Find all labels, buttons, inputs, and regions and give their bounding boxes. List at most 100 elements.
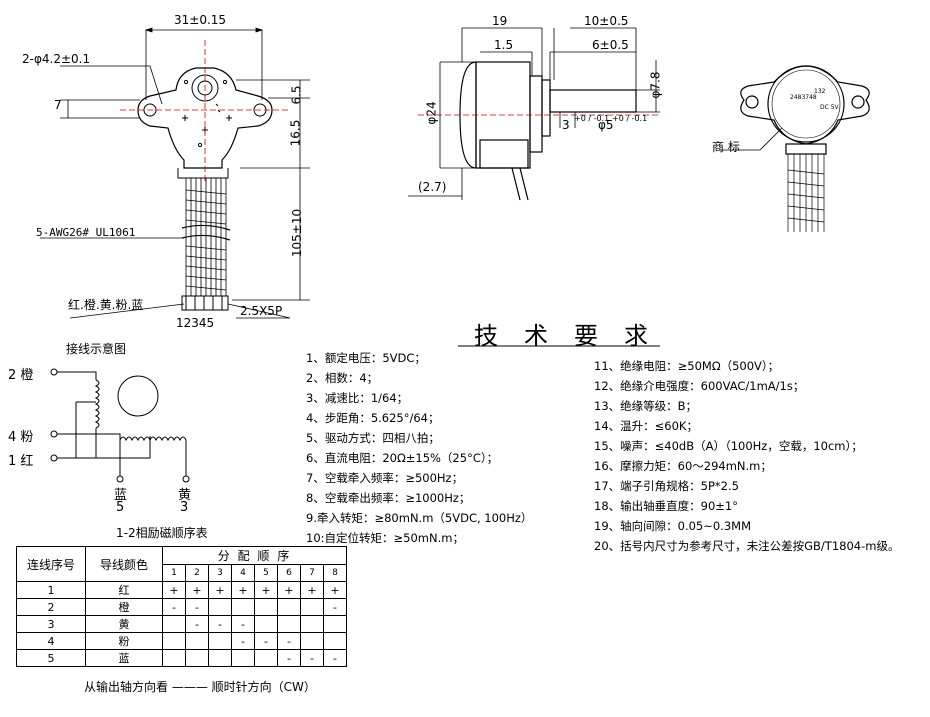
spec-item: 9.牵入转矩：≥80mN.m（5VDC, 100Hz） — [306, 511, 533, 525]
dim-6: 6±0.5 — [592, 38, 629, 52]
seq-cell: - — [300, 649, 324, 667]
dim-7: 7 — [54, 98, 62, 112]
seq-cell: - — [277, 649, 301, 667]
row-color: 粉 — [85, 632, 163, 650]
spec-item: 7、空载牵入频率：≥500Hz； — [306, 471, 464, 485]
wire-yellow-label: 黄 — [178, 488, 192, 503]
col-header-seq: 分 配 顺 序 — [162, 546, 347, 565]
table-row: 3 黄 - - - — [16, 615, 347, 633]
side-view — [418, 61, 660, 201]
seq-cell: - — [185, 615, 209, 633]
wire-2-label: 2 橙 — [8, 368, 34, 383]
seq-cell: - — [323, 598, 347, 616]
spec-item: 14、温升：≤60K； — [594, 419, 698, 433]
spec-item: 11、绝缘电阻：≥50MΩ（500V）； — [594, 359, 780, 373]
dim-1-5: 1.5 — [494, 38, 514, 52]
seq-cell: + — [208, 581, 232, 599]
spec-left: 1、额定电压：5VDC； 2、相数：4； 3、减速比：1/64； 4、步距角：5… — [306, 348, 532, 548]
wire-colors: 红.橙.黄.粉.蓝 — [68, 298, 144, 312]
row-number: 4 — [16, 632, 86, 650]
row-color: 红 — [85, 581, 163, 599]
table-row: 5 蓝 - - - — [16, 649, 347, 667]
dim-dia5: φ5 — [598, 118, 614, 132]
seq-cell — [208, 598, 232, 616]
seq-cell: + — [300, 581, 324, 599]
seq-cell — [208, 632, 232, 650]
spec-item: 12、绝缘介电强度：600VAC/1mA/1s； — [594, 379, 805, 393]
seq-cell — [254, 598, 278, 616]
label-number: 132 — [814, 88, 826, 95]
top-view — [720, 65, 870, 232]
table-row: 4 粉 - - - — [16, 632, 347, 650]
seq-cell — [323, 615, 347, 633]
awg-label: 5-AWG26# UL1061 — [36, 226, 136, 239]
spec-item: 19、轴向间隙：0.05~0.3MM — [594, 519, 752, 533]
row-number: 5 — [16, 649, 86, 667]
seq-cell: - — [162, 598, 186, 616]
sequence-table: 连线序号 导线颜色 分 配 顺 序 1 2 3 4 5 6 7 8 1 红 + … — [16, 546, 347, 667]
row-number: 3 — [16, 615, 86, 633]
seq-cell — [208, 649, 232, 667]
row-color: 橙 — [85, 598, 163, 616]
seq-cell — [254, 649, 278, 667]
wire-blue-number: 5 — [116, 500, 125, 515]
seq-cell — [162, 615, 186, 633]
seq-cell — [277, 598, 301, 616]
seq-cell — [300, 598, 324, 616]
table-row: 2 橙 - - - — [16, 598, 347, 616]
wiring-diagram — [50, 368, 190, 483]
wiring-title: 接线示意图 — [66, 342, 127, 356]
seq-cell: - — [254, 632, 278, 650]
step-header: 6 — [277, 564, 301, 582]
row-number: 2 — [16, 598, 86, 616]
spec-item: 2、相数：4； — [306, 371, 379, 385]
spec-item: 3、减速比：1/64； — [306, 391, 409, 405]
col-header-line: 连线序号 — [16, 546, 86, 582]
seq-cell: - — [231, 615, 255, 633]
seq-cell: - — [185, 598, 209, 616]
step-header: 4 — [231, 564, 255, 582]
dim-hole: 2-φ4.2±0.1 — [22, 52, 91, 66]
step-header: 7 — [300, 564, 324, 582]
dim-dia5-tol: +0 / -0.1 — [612, 114, 648, 123]
seq-cell: - — [208, 615, 232, 633]
dim-3: 3 — [562, 118, 570, 132]
trademark-label: 商 标 — [712, 140, 740, 154]
seq-cell: + — [254, 581, 278, 599]
dim-10: 10±0.5 — [584, 14, 629, 28]
spec-item: 16、摩擦力矩：60～294mN.m； — [594, 459, 772, 473]
seq-cell — [185, 649, 209, 667]
spec-item: 20、括号内尺寸为参考尺寸，未注公差按GB/T1804-m级。 — [594, 539, 900, 553]
wire-yellow-number: 3 — [180, 500, 189, 515]
dim-105: 105±10 — [290, 208, 305, 258]
dim-6-5: 6.5 — [289, 85, 304, 105]
seq-cell — [300, 615, 324, 633]
spec-item: 6、直流电阻：20Ω±15%（25°C）； — [306, 451, 499, 465]
pin-pitch: 2.5X5P — [240, 304, 283, 318]
spec-item: 5、驱动方式：四相八拍； — [306, 431, 440, 445]
seq-cell: - — [323, 649, 347, 667]
spec-item: 10:自定位转矩：≥50mN.m； — [306, 531, 464, 545]
dim-2-7: (2.7) — [418, 180, 447, 194]
spec-right: 11、绝缘电阻：≥50MΩ（500V）； 12、绝缘介电强度：600VAC/1m… — [594, 356, 899, 556]
seq-cell — [231, 598, 255, 616]
step-header: 5 — [254, 564, 278, 582]
seq-cell — [231, 649, 255, 667]
step-header: 3 — [208, 564, 232, 582]
dim-dia7-8: φ7.8 — [648, 71, 663, 99]
wire-1-label: 1 红 — [8, 454, 34, 469]
rotation-note: 从输出轴方向看 ——— 顺时针方向（CW） — [84, 680, 316, 694]
spec-item: 1、额定电压：5VDC； — [306, 351, 426, 365]
spec-item: 8、空载牵出频率：≥1000Hz； — [306, 491, 471, 505]
seq-cell: + — [162, 581, 186, 599]
side-dimensions — [408, 27, 660, 200]
dim-dia24: φ24 — [424, 101, 439, 125]
label-voltage: DC 5V — [820, 104, 839, 111]
wire-4-label: 4 粉 — [8, 430, 34, 445]
row-color: 蓝 — [85, 649, 163, 667]
step-header: 8 — [323, 564, 347, 582]
seq-cell: + — [231, 581, 255, 599]
dim-3-tol: +0 / -0.1 — [574, 114, 610, 123]
seq-cell — [300, 632, 324, 650]
